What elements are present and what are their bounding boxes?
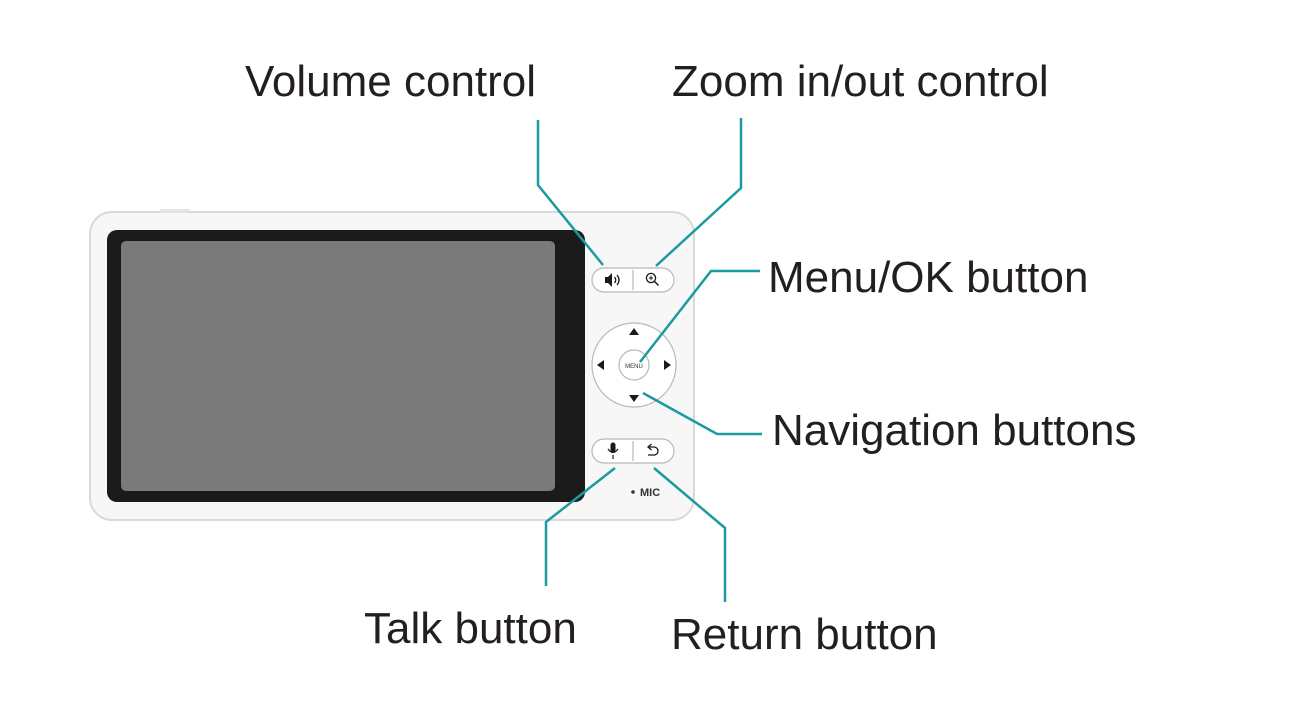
menu-ok-label: Menu/OK button [768,253,1088,302]
screen [121,241,555,491]
return-arrow-icon [647,443,659,456]
talk-leader-line [544,467,616,586]
callout-labels: Volume control Zoom in/out control Menu/… [245,57,1136,659]
volume-button[interactable] [605,273,620,287]
arrow-up-icon [629,328,639,335]
volume-control-label: Volume control [245,57,536,106]
menu-ok-leader-line [639,269,760,363]
top-button-pill [591,267,675,293]
zoom-button[interactable] [645,272,660,287]
nav-down-button[interactable] [629,395,639,402]
volume-leader-line [536,120,604,266]
menu-button-label: MENU [625,364,643,370]
nav-up-button[interactable] [629,328,639,335]
return-leader-line [653,467,727,602]
mic-label: MIC [640,487,660,499]
monitor-device [89,209,695,521]
device-top-ridge [160,209,190,213]
return-button-label: Return button [671,610,938,659]
talk-button[interactable] [607,442,619,460]
magnifier-icon [645,272,660,287]
nav-left-button[interactable] [597,360,604,370]
navigation-buttons-label: Navigation buttons [772,406,1136,455]
microphone-icon [607,442,619,459]
arrow-down-icon [629,395,639,402]
bottom-button-pill [591,438,675,464]
menu-ok-button[interactable]: MENU [618,349,650,381]
mic-hole [631,490,635,494]
arrow-left-icon [597,360,604,370]
talk-button-label: Talk button [364,604,577,653]
navigation-leader-line [642,391,762,436]
nav-right-button[interactable] [664,360,671,370]
menu-ok-circle [618,349,650,381]
leader-lines [536,118,762,602]
navigation-pad: MENU [591,322,677,408]
return-button[interactable] [647,443,659,456]
zoom-leader-line [655,118,743,267]
speaker-icon [605,273,620,287]
mic-indicator: MIC [631,487,660,499]
arrow-right-icon [664,360,671,370]
zoom-control-label: Zoom in/out control [672,57,1049,106]
